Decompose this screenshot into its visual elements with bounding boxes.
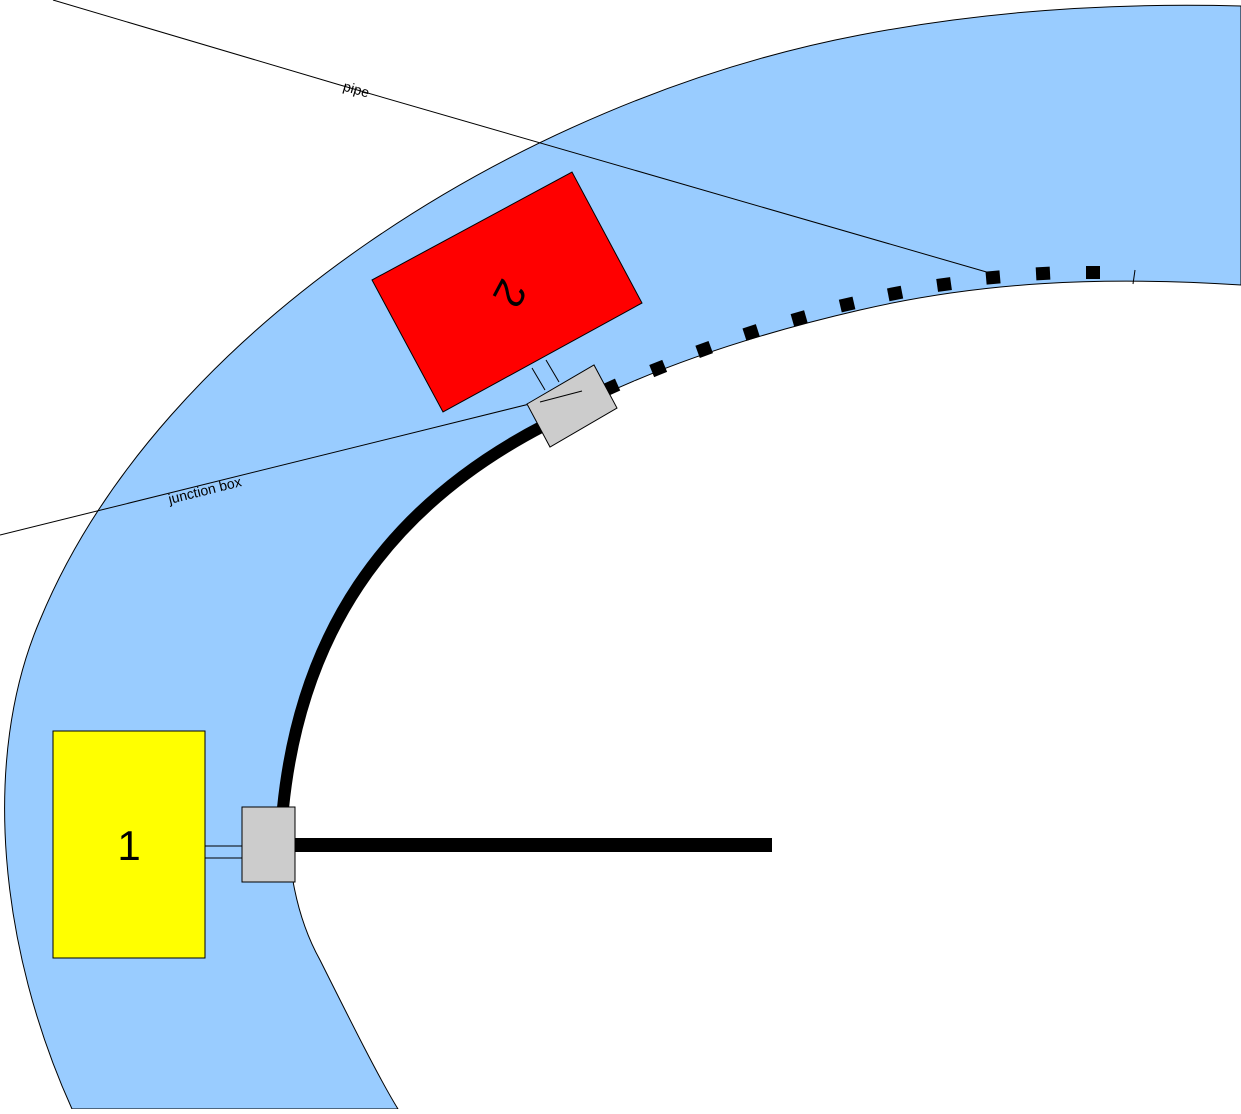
connector-2-left [531, 367, 546, 391]
end-tick [1132, 269, 1136, 285]
junction-box-1 [241, 806, 296, 883]
thick-cable-curved [277, 419, 548, 809]
junction-box-leader-line [0, 390, 583, 536]
pipe-label: pipe [341, 78, 371, 101]
junction-box-leader-tail [539, 390, 583, 403]
box-2 [371, 171, 643, 413]
pipe-leader-line [52, 0, 991, 274]
junction-box-2 [526, 364, 618, 448]
box-1 [52, 730, 206, 959]
connector-2-right [545, 359, 560, 383]
box-1-label: 1 [117, 822, 140, 869]
dashed-cable [602, 266, 1100, 397]
